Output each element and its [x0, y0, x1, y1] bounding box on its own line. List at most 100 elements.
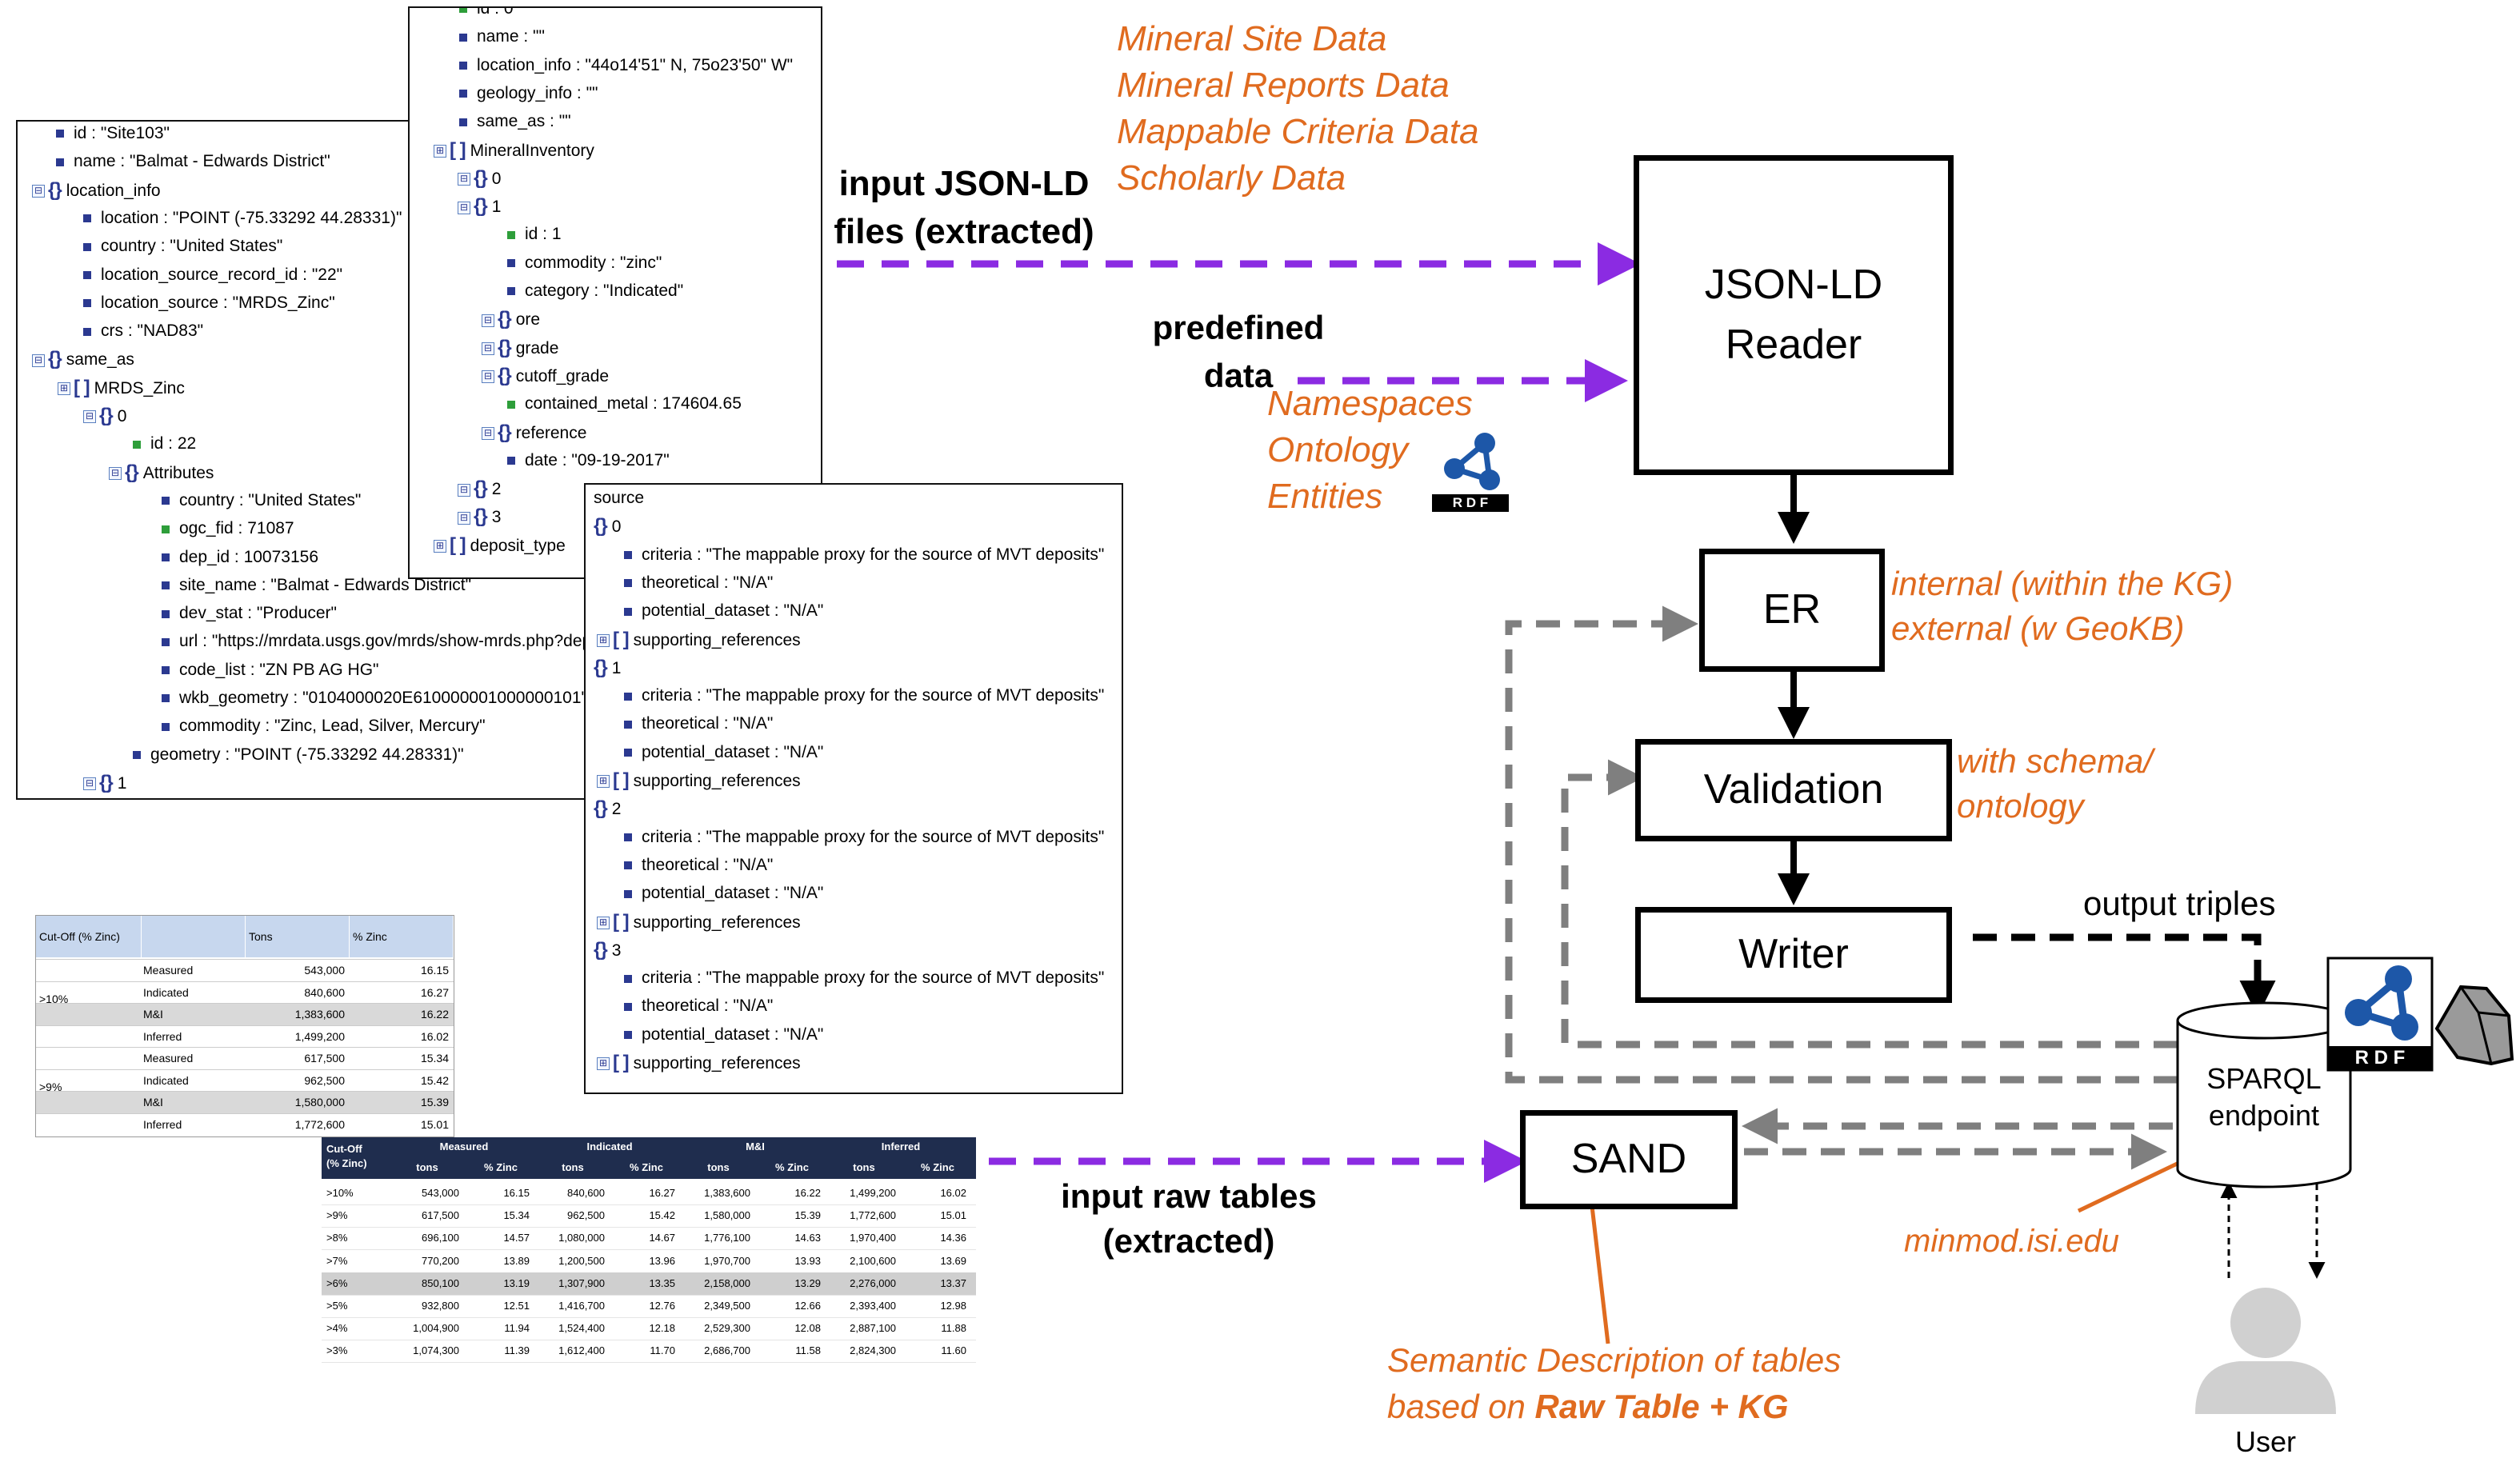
table-cell: 1,970,700 — [704, 1254, 750, 1267]
expand-toggle-icon[interactable]: ⊞ — [434, 144, 446, 158]
sand-desc-line2b: Raw Table + KG — [1534, 1388, 1789, 1425]
table-cell: 16.02 — [940, 1187, 966, 1199]
expand-toggle-icon[interactable]: ⊞ — [58, 382, 70, 396]
tree-row-text: wkb_geometry : "0104000020E6100000010000… — [179, 689, 587, 707]
object-brace-icon: {} — [498, 364, 512, 386]
tree-row[interactable]: ⊞[ ]supporting_references — [597, 767, 801, 794]
tree-row[interactable]: ⊟{}3 — [458, 503, 501, 530]
tree-row-text: location_source_record_id : "22" — [101, 265, 343, 284]
collapse-toggle-icon[interactable]: ⊟ — [83, 777, 96, 791]
tree-row-text: location_info — [66, 181, 161, 200]
tree-row[interactable]: ⊟{}1 — [83, 769, 126, 797]
table-group-label: >9% — [39, 1081, 62, 1093]
tree-row[interactable]: ⊟{}2 — [458, 475, 501, 502]
tree-row[interactable]: ⊟{}0 — [458, 165, 501, 192]
collapse-toggle-icon[interactable]: ⊟ — [32, 185, 45, 198]
string-node-icon — [162, 637, 170, 646]
tree-row-text: criteria : "The mappable proxy for the s… — [642, 545, 1105, 564]
table-cell: >9% — [326, 1209, 348, 1222]
collapse-toggle-icon[interactable]: ⊟ — [482, 314, 494, 327]
tree-row[interactable]: ⊟{}reference — [482, 419, 586, 446]
table-cell: 2,824,300 — [850, 1344, 896, 1357]
tree-row[interactable]: {}3 — [594, 937, 621, 964]
collapse-toggle-icon[interactable]: ⊟ — [482, 370, 494, 384]
collapse-toggle-icon[interactable]: ⊟ — [109, 467, 122, 481]
tree-row[interactable]: ⊟{}same_as — [32, 346, 134, 373]
expand-toggle-icon[interactable]: ⊞ — [597, 1057, 610, 1071]
table-header-cell: % Zinc — [350, 916, 454, 957]
tree-row[interactable]: ⊞[ ]supporting_references — [597, 1049, 801, 1077]
tree-row-text: 1 — [117, 773, 127, 793]
string-node-icon — [624, 1002, 632, 1011]
string-node-icon — [507, 259, 515, 268]
table-cell: 1,580,000 — [704, 1209, 750, 1222]
rdf-logo-endpoint-icon — [2326, 957, 2434, 1072]
tree-row[interactable]: ⊞[ ]deposit_type — [434, 532, 566, 559]
arrow-sparql-to-validation — [1561, 759, 2178, 1049]
table-header-cutoff: Cut-Off(% Zinc) — [326, 1143, 367, 1169]
tree-row[interactable]: ⊟{}1 — [458, 193, 501, 220]
collapse-toggle-icon[interactable]: ⊟ — [458, 173, 470, 186]
number-node-icon — [507, 230, 515, 239]
collapse-toggle-icon[interactable]: ⊟ — [32, 354, 45, 367]
array-bracket-icon: [ ] — [613, 910, 630, 933]
input-raw-tables-label: input raw tables (extracted) — [1045, 1174, 1333, 1264]
expand-toggle-icon[interactable]: ⊞ — [597, 775, 610, 789]
collapse-toggle-icon[interactable]: ⊟ — [458, 511, 470, 525]
array-bracket-icon: [ ] — [613, 1052, 630, 1073]
expand-toggle-icon[interactable]: ⊞ — [434, 540, 446, 553]
tree-row[interactable]: ⊟{}cutoff_grade — [482, 362, 609, 389]
table-cell: 15.34 — [420, 1052, 449, 1065]
collapse-toggle-icon[interactable]: ⊟ — [458, 483, 470, 497]
expand-toggle-icon[interactable]: ⊞ — [597, 916, 610, 929]
table-cell: >5% — [326, 1300, 348, 1312]
predefined-data-label: predefined data — [1142, 304, 1334, 400]
table-cell: 15.42 — [649, 1209, 675, 1222]
tree-row: code_list : "ZN PB AG HG" — [162, 657, 379, 684]
tree-row[interactable]: {}1 — [594, 654, 621, 681]
tree-row[interactable]: ⊟{}location_info — [32, 177, 161, 204]
collapse-toggle-icon[interactable]: ⊟ — [482, 342, 494, 356]
sand-box: SAND — [1520, 1110, 1738, 1209]
table-group-label: >10% — [39, 993, 69, 1005]
tree-row-text: geometry : "POINT (-75.33292 44.28331)" — [150, 745, 464, 764]
table-header-sub: % Zinc — [921, 1161, 954, 1173]
data-source-item: Scholarly Data — [1117, 158, 1346, 198]
writer-title: Writer — [1738, 931, 1849, 978]
tree-row-text: id : 1 — [525, 225, 562, 244]
collapse-toggle-icon[interactable]: ⊟ — [458, 201, 470, 214]
tree-row[interactable]: ⊞[ ]supporting_references — [597, 626, 801, 653]
table-header-band — [322, 1137, 976, 1179]
tree-row[interactable]: ⊟{}grade — [482, 334, 558, 362]
tree-row[interactable]: ⊞[ ]supporting_references — [597, 909, 801, 936]
object-brace-icon: {} — [594, 515, 608, 537]
predefined-line1: predefined — [1152, 309, 1325, 346]
tree-row[interactable]: ⊟{}0 — [83, 402, 126, 429]
reader-title-line1: JSON-LD — [1704, 261, 1883, 308]
collapse-toggle-icon[interactable]: ⊟ — [482, 426, 494, 440]
tree-row-text: supporting_references — [633, 630, 801, 649]
tree-row-text: MineralInventory — [470, 141, 594, 160]
string-node-icon — [162, 497, 170, 505]
database-stone-icon — [2434, 985, 2514, 1066]
tree-row[interactable]: ⊟{}Attributes — [109, 459, 214, 486]
expand-toggle-icon[interactable]: ⊞ — [597, 633, 610, 647]
table-header-sub: tons — [562, 1161, 584, 1173]
tree-row[interactable]: {}0 — [594, 513, 621, 540]
tree-row[interactable]: ⊟{}ore — [482, 306, 540, 333]
collapse-toggle-icon[interactable]: ⊟ — [83, 410, 96, 424]
table-cell: 15.34 — [503, 1209, 530, 1222]
tree-row[interactable]: ⊞[ ]MineralInventory — [434, 137, 594, 164]
tree-row: potential_dataset : "N/A" — [624, 880, 823, 907]
object-brace-icon: {} — [474, 195, 488, 218]
object-brace-icon: {} — [498, 308, 512, 330]
tree-row-text: 0 — [117, 407, 127, 425]
validation-note-1: with schema/ — [1957, 742, 2154, 780]
tree-row[interactable]: ⊞[ ]MRDS_Zinc — [58, 374, 185, 401]
tree-row: crs : "NAD83" — [83, 318, 203, 345]
validation-note-2: ontology — [1957, 787, 2084, 825]
tree-row[interactable]: {}2 — [594, 795, 621, 822]
